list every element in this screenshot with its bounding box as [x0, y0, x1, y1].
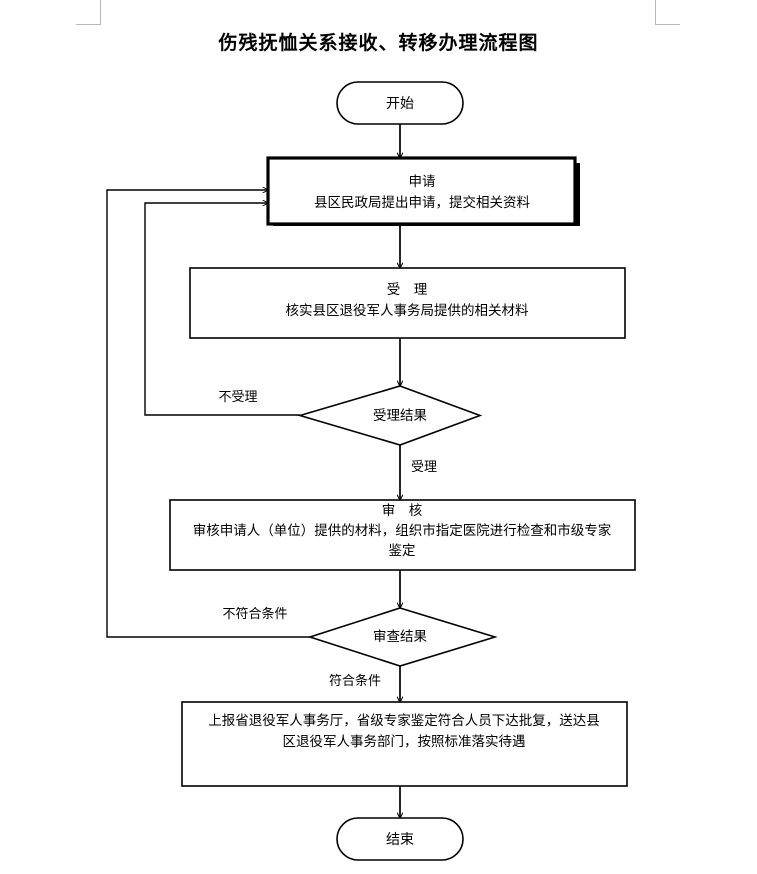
- node-review-title: 审 核: [382, 503, 423, 518]
- node-report[interactable]: 上报省退役军人事务厅，省级专家鉴定符合人员下达批复，送达县 区退役军人事务部门，…: [181, 701, 628, 787]
- node-start-label: 开始: [386, 95, 414, 111]
- node-apply[interactable]: 申请 县区民政局提出申请，提交相关资料: [266, 156, 580, 226]
- node-accept-desc: 核实县区退役军人事务局提供的相关材料: [286, 303, 529, 318]
- node-review-shape: [169, 499, 636, 571]
- node-end-label: 结束: [386, 831, 414, 847]
- page-title: 伤残抚恤关系接收、转移办理流程图: [218, 32, 539, 54]
- page-corner-mark-top-left: [76, 0, 101, 25]
- edge-label-not-accepted: 不受理: [218, 389, 257, 404]
- node-end[interactable]: 结束: [336, 817, 464, 861]
- node-end-shape: [336, 817, 464, 861]
- node-report-line1: 上报省退役军人事务厅，省级专家鉴定符合人员下达批复，送达县: [208, 712, 600, 728]
- node-accept-result[interactable]: 受理结果: [297, 385, 483, 446]
- edge-label-qualified: 符合条件: [329, 673, 381, 688]
- node-accept-result-shape: [297, 385, 483, 446]
- node-review-result-label: 审查结果: [373, 629, 427, 644]
- node-review[interactable]: 审 核 审核申请人（单位）提供的材料，组织市指定医院进行检查和市级专家 鉴定: [169, 499, 636, 571]
- edge-accept-result-no-to-apply: [144, 203, 300, 416]
- node-apply-shape: [266, 156, 577, 226]
- node-review-result-shape: [307, 607, 498, 667]
- node-apply-title: 申请: [409, 174, 436, 189]
- node-accept-result-label: 受理结果: [373, 408, 427, 423]
- edge-review-result-no-to-apply: [106, 190, 310, 638]
- node-accept[interactable]: 受 理 核实县区退役军人事务局提供的相关材料: [189, 267, 626, 339]
- node-start[interactable]: 开始: [336, 81, 464, 125]
- node-review-result[interactable]: 审查结果: [307, 607, 498, 667]
- node-report-shape: [181, 701, 628, 787]
- edge-label-accepted: 受理: [411, 459, 437, 474]
- node-accept-title: 受 理: [387, 282, 428, 297]
- node-report-line2: 区退役军人事务部门，按照标准落实待遇: [283, 734, 526, 749]
- page-corner-mark-top-right: [655, 0, 680, 25]
- node-accept-shape: [189, 267, 626, 339]
- node-review-desc-line1: 审核申请人（单位）提供的材料，组织市指定医院进行检查和市级专家: [193, 522, 612, 538]
- node-review-desc-line2: 鉴定: [389, 543, 416, 558]
- edge-label-not-qualified: 不符合条件: [222, 606, 287, 621]
- node-start-shape: [336, 81, 464, 125]
- node-apply-desc: 县区民政局提出申请，提交相关资料: [314, 194, 530, 210]
